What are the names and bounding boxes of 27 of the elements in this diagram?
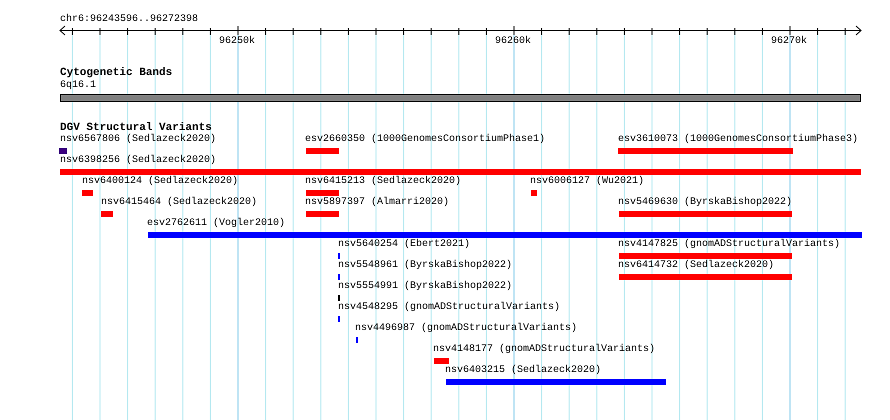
variant-label: nsv5640254 (Ebert2021) — [338, 239, 470, 251]
variant-label: esv2762611 (Vogler2010) — [147, 218, 286, 230]
variant-label: nsv6414732 (Sedlazeck2020) — [618, 260, 774, 272]
variant-label: nsv6567806 (Sedlazeck2020) — [60, 134, 216, 146]
tick-label: 96260k — [495, 36, 532, 48]
variant-label: nsv5897397 (Almarri2020) — [305, 197, 450, 209]
variant-label: nsv6006127 (Wu2021) — [530, 176, 644, 188]
track-heading: DGV Structural Variants — [60, 122, 212, 134]
variant-label: esv3610073 (1000GenomesConsortiumPhase3) — [618, 134, 858, 146]
variant-label: nsv4548295 (gnomADStructuralVariants) — [338, 302, 560, 314]
variant-label: nsv4148177 (gnomADStructuralVariants) — [433, 344, 656, 356]
variant-label: nsv6398256 (Sedlazeck2020) — [60, 155, 216, 167]
variant-label: nsv6415213 (Sedlazeck2020) — [305, 176, 462, 188]
variant-label: nsv6415464 (Sedlazeck2020) — [101, 197, 258, 209]
variant-label: nsv5469630 (ByrskaBishop2022) — [618, 197, 792, 209]
coordinate-range: chr6:96243596..96272398 — [60, 14, 198, 26]
tick-label: 96270k — [771, 36, 808, 48]
variant-label: esv2660350 (1000GenomesConsortiumPhase1) — [305, 134, 546, 146]
variant-label: nsv4147825 (gnomADStructuralVariants) — [618, 239, 840, 251]
tick-label: 96250k — [219, 36, 256, 48]
variant-label: nsv6400124 (Sedlazeck2020) — [82, 176, 238, 188]
band-label: 6q16.1 — [60, 80, 96, 92]
variant-label: nsv4496987 (gnomADStructuralVariants) — [355, 323, 578, 335]
variant-label: nsv6403215 (Sedlazeck2020) — [445, 365, 602, 377]
variant-label: nsv5548961 (ByrskaBishop2022) — [338, 260, 512, 272]
track-heading: Cytogenetic Bands — [60, 67, 172, 79]
variant-label: nsv5554991 (ByrskaBishop2022) — [338, 281, 512, 293]
